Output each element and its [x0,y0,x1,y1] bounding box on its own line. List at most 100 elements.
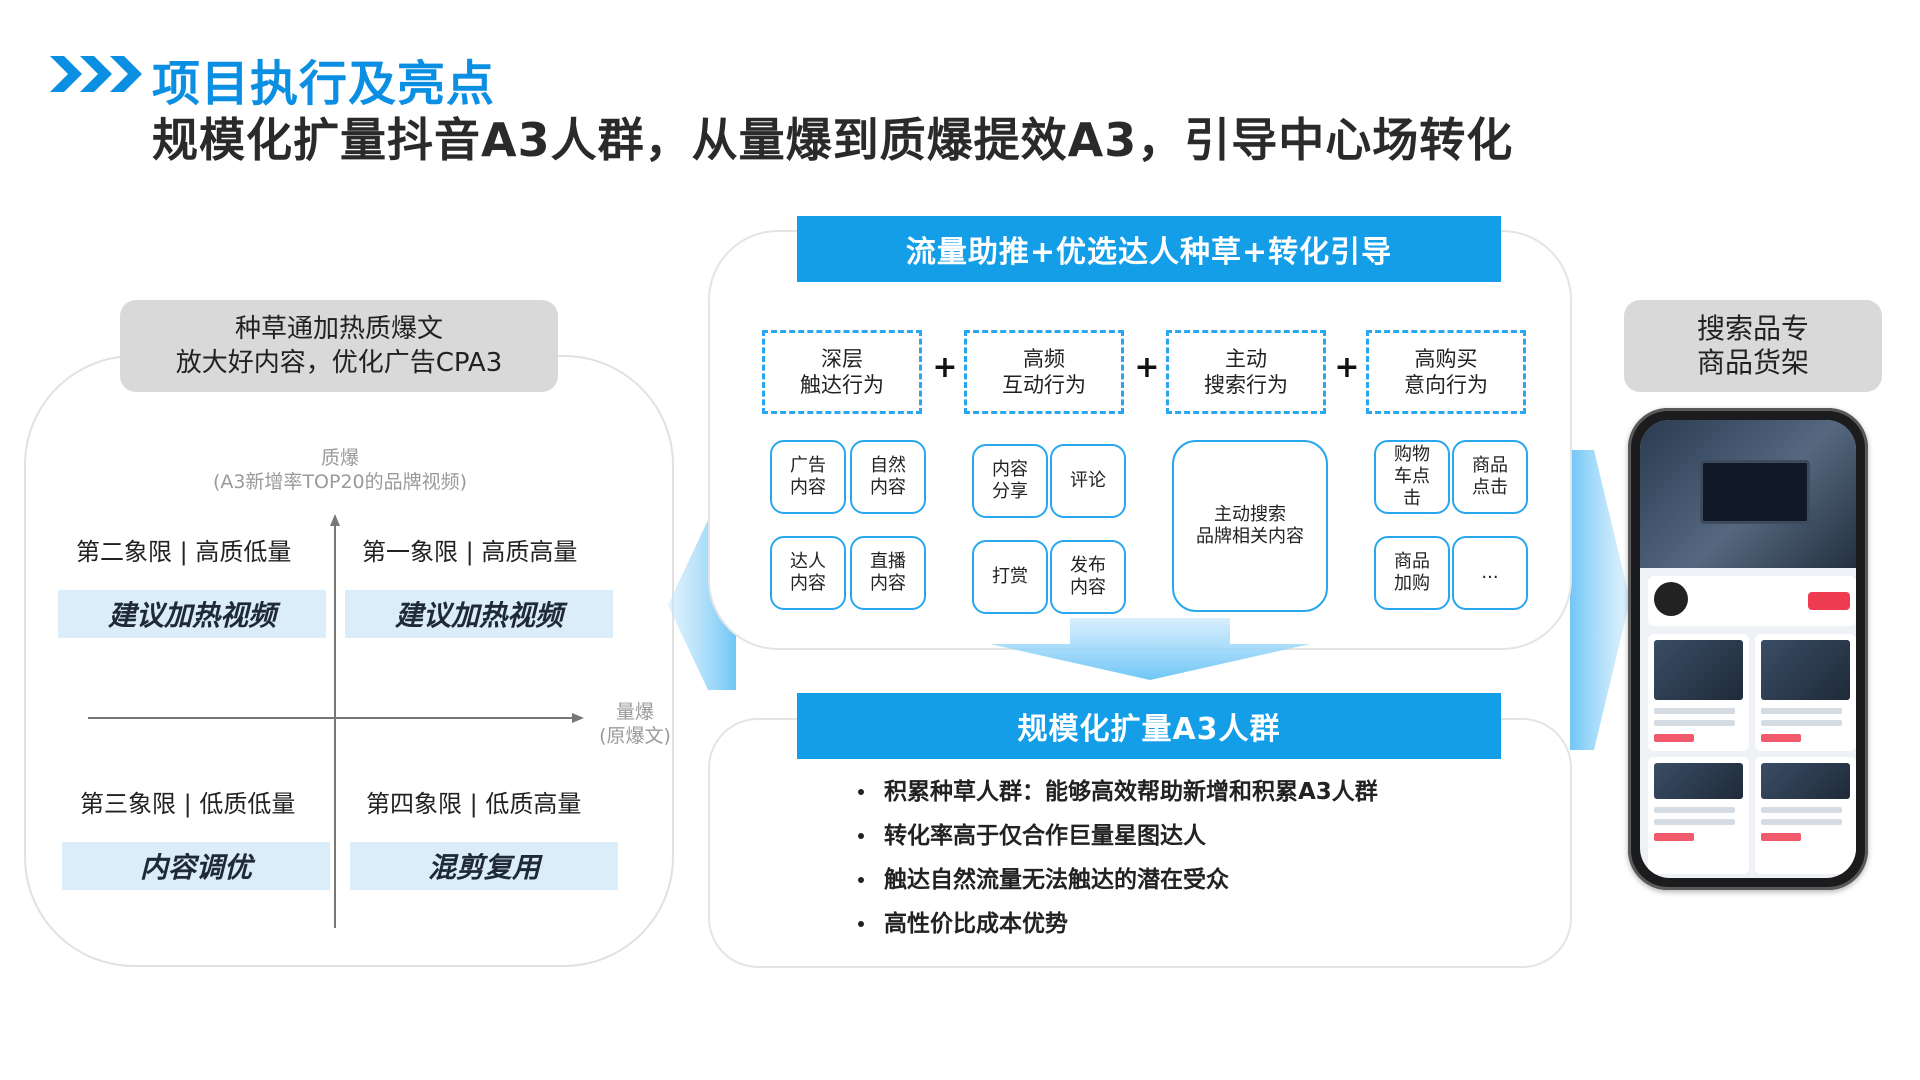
chip-content-share: 内容分享 [972,444,1048,518]
chip-l1: 内容 [992,459,1028,480]
list-item: 高性价比成本优势 [858,902,1378,946]
chip-l2: 车点 [1394,466,1430,487]
chip-l3: 击 [1403,488,1421,509]
chip-l1: 主动搜索 [1214,504,1286,525]
x-axis-arrowhead [572,713,584,723]
plus-icon: + [1334,350,1360,385]
down-arrow-icon [990,618,1310,680]
quadrant-1-title: 第一象限 | 高质高量 [362,538,578,566]
chip-l1: 购物 [1394,444,1430,465]
quadrant-3-title: 第三象限 | 低质低量 [80,790,296,818]
x-axis-label-sub: (原爆文) [599,725,671,747]
behavior-purchase-intent-l1: 高购买 [1414,347,1478,371]
chip-l1: 广告 [790,455,826,476]
product-card[interactable] [1755,757,1856,874]
y-axis-label: 质爆 (A3新增率TOP20的品牌视频) [160,446,520,494]
chip-ad-content: 广告内容 [770,440,846,514]
right-tag-line2: 商品货架 [1696,346,1809,379]
chip-product-click: 商品点击 [1452,440,1528,514]
chip-l1: 评论 [1070,470,1106,491]
product-card[interactable] [1755,634,1856,751]
right-side-arrow-icon [1570,450,1630,750]
behavior-high-freq-l1: 高频 [1023,347,1065,371]
product-card[interactable] [1648,757,1749,874]
chip-l2: 加购 [1394,573,1430,594]
behavior-purchase-intent-l2: 意向行为 [1404,373,1488,397]
chip-publish-content: 发布内容 [1050,540,1126,614]
chip-tip: 打赏 [972,540,1048,614]
brand-avatar [1654,582,1688,616]
chip-l1: 直播 [870,551,906,572]
quadrant-4-title: 第四象限 | 低质高量 [366,790,582,818]
bullet-dot-icon [858,877,864,883]
x-axis-label: 量爆 (原爆文) [580,700,690,748]
list-item-text: 高性价比成本优势 [884,911,1068,937]
follow-button[interactable] [1808,592,1850,610]
left-tag: 种草通加热质爆文 放大好内容，优化广告CPA3 [120,300,558,392]
bullet-dot-icon [858,789,864,795]
center-bottom-panel [708,718,1572,968]
chip-l1: 发布 [1070,555,1106,576]
chip-l1: 达人 [790,551,826,572]
left-tag-line1: 种草通加热质爆文 [234,314,443,344]
chip-l1: 商品 [1472,455,1508,476]
behavior-deep-reach-l1: 深层 [821,347,863,371]
behavior-search: 主动搜索行为 [1166,330,1326,414]
page-subtitle: 规模化扩量抖音A3人群，从量爆到质爆提效A3，引导中心场转化 [152,113,1514,167]
product-card[interactable] [1648,634,1749,751]
quadrant-2-action: 建议加热视频 [58,590,326,638]
chip-l2: 分享 [992,481,1028,502]
chip-l1: ... [1481,562,1499,583]
product-grid [1648,634,1856,874]
laptop-image [1700,460,1810,524]
behavior-search-l2: 搜索行为 [1204,373,1288,397]
behavior-purchase-intent: 高购买意向行为 [1366,330,1526,414]
list-item-text: 转化率高于仅合作巨量星图达人 [884,823,1206,849]
left-tag-line2: 放大好内容，优化广告CPA3 [175,348,503,378]
behavior-search-l1: 主动 [1225,347,1267,371]
list-item: 积累种草人群：能够高效帮助新增和积累A3人群 [858,770,1378,814]
chip-comment: 评论 [1050,444,1126,518]
bullet-dot-icon [858,833,864,839]
chip-l2: 内容 [790,573,826,594]
behavior-high-freq: 高频互动行为 [964,330,1124,414]
chip-l2: 点击 [1472,477,1508,498]
quadrant-axes [88,514,584,928]
y-axis-label-sub: (A3新增率TOP20的品牌视频) [212,471,468,493]
bullet-dot-icon [858,921,864,927]
quadrant-1-action: 建议加热视频 [345,590,613,638]
page-title: 项目执行及亮点 [152,56,496,112]
list-item: 转化率高于仅合作巨量星图达人 [858,814,1378,858]
phone-mockup [1628,408,1868,890]
chip-l2: 内容 [1070,577,1106,598]
chevron-arrows-icon [50,56,142,92]
chip-natural-content: 自然内容 [850,440,926,514]
banner-bottom: 规模化扩量A3人群 [797,693,1501,759]
list-item-text: 积累种草人群：能够高效帮助新增和积累A3人群 [884,779,1378,805]
behavior-deep-reach-l2: 触达行为 [800,373,884,397]
quadrant-3-action: 内容调优 [62,842,330,890]
plus-icon: + [932,350,958,385]
phone-screen [1640,420,1856,878]
chip-l1: 自然 [870,455,906,476]
right-tag-line1: 搜索品专 [1696,312,1809,345]
chip-cart-click: 购物车点击 [1374,440,1450,514]
chip-l1: 打赏 [992,566,1028,587]
chip-add-to-cart: 商品加购 [1374,536,1450,610]
chip-l2: 内容 [870,573,906,594]
benefit-list: 积累种草人群：能够高效帮助新增和积累A3人群 转化率高于仅合作巨量星图达人 触达… [858,770,1378,946]
chip-more: ... [1452,536,1528,610]
list-item-text: 触达自然流量无法触达的潜在受众 [884,867,1229,893]
plus-icon: + [1134,350,1160,385]
chip-live-content: 直播内容 [850,536,926,610]
chip-l2: 品牌相关内容 [1196,526,1304,547]
y-axis-label-main: 质爆 [320,447,359,469]
y-axis-arrowhead [330,514,340,526]
banner-top: 流量助推+优选达人种草+转化引导 [797,216,1501,282]
quadrant-2-title: 第二象限 | 高质低量 [76,538,292,566]
chip-l2: 内容 [870,477,906,498]
list-item: 触达自然流量无法触达的潜在受众 [858,858,1378,902]
behavior-deep-reach: 深层触达行为 [762,330,922,414]
behavior-high-freq-l2: 互动行为 [1002,373,1086,397]
quadrant-4-action: 混剪复用 [350,842,618,890]
